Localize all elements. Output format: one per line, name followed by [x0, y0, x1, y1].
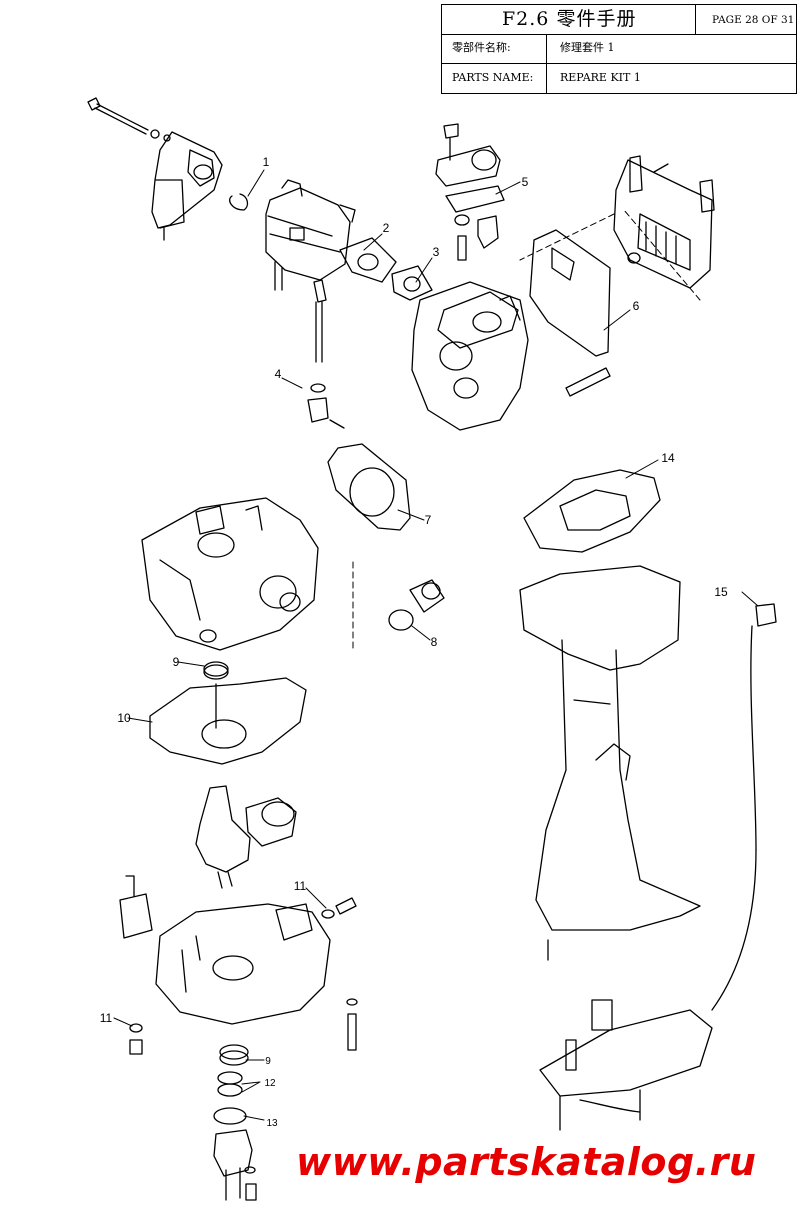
callout-5: 5: [522, 175, 529, 189]
parts-name-en-label: PARTS NAME:: [452, 71, 534, 84]
crankcase-lower: [119, 875, 331, 1025]
callout-8: 8: [431, 635, 438, 649]
crankcase-upper: [141, 497, 319, 651]
callout-14: 14: [661, 451, 675, 465]
manual-title: F2.6 零件手册: [502, 8, 637, 30]
parts-name-en-value: REPARE KIT 1: [560, 71, 641, 84]
callout-4: 4: [275, 367, 282, 381]
callout-11-upper: 11: [294, 879, 307, 893]
base-gasket-14: [523, 469, 661, 553]
oil-seal-9: [203, 661, 229, 680]
callout-9-lower: 9: [265, 1056, 271, 1067]
exhaust-gasket-7: [327, 443, 411, 531]
callout-1: 1: [263, 155, 270, 169]
callout-2: 2: [383, 221, 390, 235]
title-block: F2.6 零件手册 PAGE 28 OF 31 零部件名称: 修理套件 1 PA…: [441, 4, 797, 94]
crankshaft-piston: [195, 785, 297, 889]
callout-15: 15: [714, 585, 728, 599]
callout-9: 9: [173, 655, 180, 669]
carb-gasket: [339, 237, 397, 283]
parts-name-cn-value: 修理套件 1: [560, 41, 615, 54]
cylinder-block: [411, 281, 611, 431]
callout-7: 7: [425, 513, 432, 527]
thermostat-cover: [435, 123, 505, 261]
parts-name-cn-label: 零部件名称:: [452, 41, 511, 54]
watermark: www.partskatalog.ru: [296, 1140, 757, 1184]
callout-11-lower: 11: [100, 1011, 113, 1025]
callout-12: 12: [264, 1078, 276, 1089]
callout-3: 3: [433, 245, 440, 259]
fuel-tank-assembly: [151, 131, 249, 241]
long-bolt: [87, 97, 171, 142]
callout-13: 13: [266, 1118, 278, 1129]
head-gasket-6: [529, 229, 611, 357]
drain-plug-8: [388, 579, 445, 631]
intake-gasket: [391, 265, 433, 301]
page-number: PAGE 28 OF 31: [712, 14, 795, 26]
crankcase-gasket-10: [149, 677, 307, 765]
callout-6: 6: [633, 299, 640, 313]
carburettor: [265, 179, 356, 291]
choke-linkage: [307, 279, 345, 429]
lower-small-parts: [129, 897, 358, 1201]
cylinder-head: [613, 155, 715, 289]
cable-15: [711, 603, 777, 1011]
drive-shaft-housing: [519, 565, 713, 1131]
callout-10: 10: [117, 711, 131, 725]
